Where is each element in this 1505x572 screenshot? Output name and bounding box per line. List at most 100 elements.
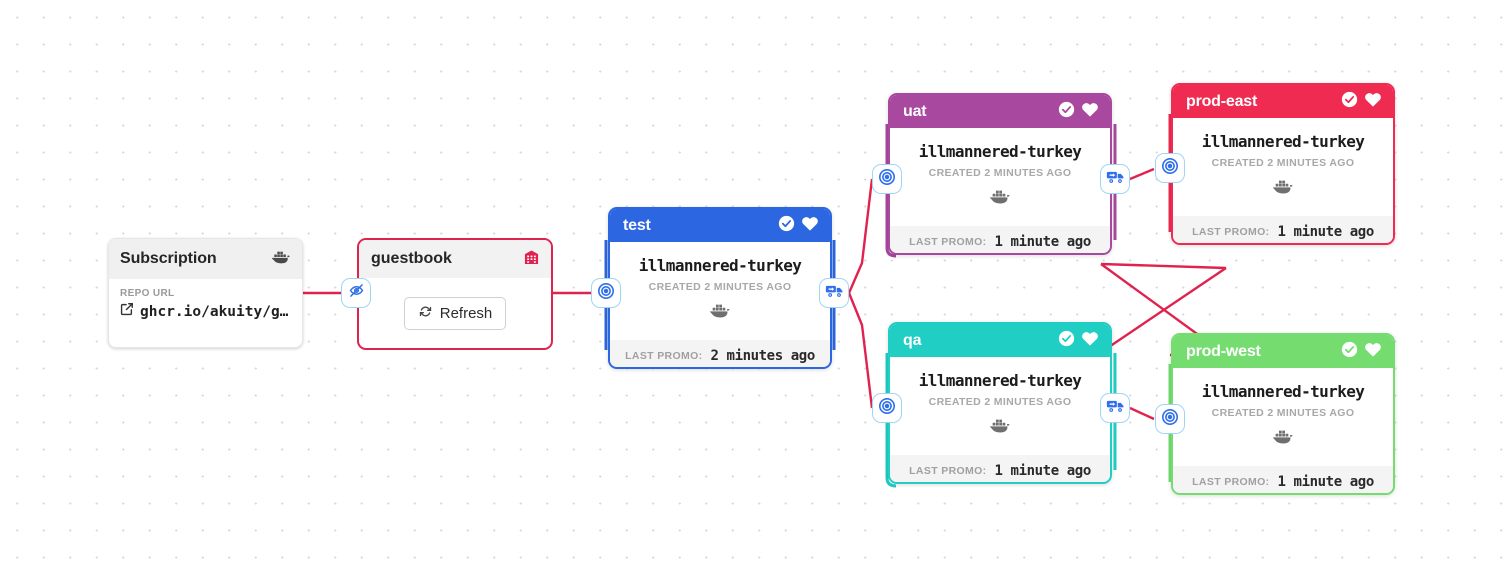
- eye-off-icon: [348, 282, 365, 304]
- heart-icon[interactable]: [1081, 330, 1099, 352]
- freight-created: CREATED 2 MINUTES AGO: [928, 167, 1072, 179]
- target-handle-prod-west[interactable]: [1155, 404, 1185, 434]
- target-handle-qa[interactable]: [872, 393, 902, 423]
- repo-url-label: REPO URL: [120, 288, 175, 299]
- promote-truck-icon: [1106, 397, 1125, 419]
- stage-node-uat[interactable]: uat illmannered-turkey CREATED 2 MINUTES…: [888, 93, 1112, 255]
- last-promo-value: 1 minute ago: [1277, 473, 1375, 490]
- subscription-card[interactable]: Subscription REPO URL: [108, 238, 303, 348]
- stage-footer-prod-east: LAST PROMO: 1 minute ago: [1173, 216, 1393, 243]
- stage-name-prod-east: prod-east: [1186, 92, 1258, 110]
- stage-footer-test: LAST PROMO: 2 minutes ago: [610, 340, 830, 367]
- check-circle-icon[interactable]: [778, 215, 795, 237]
- docker-icon: [989, 188, 1011, 210]
- heart-icon[interactable]: [1364, 91, 1382, 113]
- heart-icon[interactable]: [1364, 341, 1382, 363]
- stage-body-prod-east: illmannered-turkey CREATED 2 MINUTES AGO: [1173, 118, 1393, 216]
- promote-truck-icon: [1106, 168, 1125, 190]
- warehouse-node-guestbook[interactable]: guestbook: [357, 238, 553, 350]
- check-circle-icon[interactable]: [1341, 91, 1358, 113]
- last-promo-label: LAST PROMO:: [1192, 475, 1270, 488]
- edge-qa-to-prodwest: [1129, 406, 1155, 421]
- edge-test-to-uat: [847, 178, 874, 294]
- freight-name: illmannered-turkey: [918, 142, 1082, 161]
- stage-footer-prod-west: LAST PROMO: 1 minute ago: [1173, 466, 1393, 493]
- docker-icon: [271, 249, 291, 270]
- last-promo-label: LAST PROMO:: [625, 349, 703, 362]
- last-promo-value: 1 minute ago: [994, 462, 1092, 479]
- edge-prodeast-link-up: [1100, 262, 1227, 270]
- docker-icon: [1272, 178, 1294, 200]
- stage-body-uat: illmannered-turkey CREATED 2 MINUTES AGO: [890, 128, 1110, 226]
- subscription-card-body: REPO URL ghcr.io/akuity/g…: [109, 279, 302, 321]
- freight-name: illmannered-turkey: [918, 371, 1082, 390]
- promote-truck-icon: [825, 282, 844, 304]
- last-promo-label: LAST PROMO:: [1192, 225, 1270, 238]
- promote-handle-test[interactable]: [819, 278, 849, 308]
- repo-url-row[interactable]: ghcr.io/akuity/g…: [120, 302, 291, 321]
- promote-handle-uat[interactable]: [1100, 164, 1130, 194]
- heart-icon[interactable]: [801, 215, 819, 237]
- stage-body-qa: illmannered-turkey CREATED 2 MINUTES AGO: [890, 357, 1110, 455]
- last-promo-label: LAST PROMO:: [909, 235, 987, 248]
- warehouse-body: Refresh: [359, 278, 551, 348]
- freight-created: CREATED 2 MINUTES AGO: [928, 396, 1072, 408]
- eye-off-handle[interactable]: [341, 278, 371, 308]
- heart-icon[interactable]: [1081, 101, 1099, 123]
- last-promo-value: 2 minutes ago: [710, 347, 815, 364]
- stage-body-test: illmannered-turkey CREATED 2 MINUTES AGO: [610, 242, 830, 340]
- check-circle-icon[interactable]: [1341, 341, 1358, 363]
- target-icon: [878, 397, 896, 420]
- last-promo-value: 1 minute ago: [1277, 223, 1375, 240]
- refresh-button[interactable]: Refresh: [403, 296, 507, 330]
- stage-name-uat: uat: [903, 102, 927, 120]
- freight-created: CREATED 2 MINUTES AGO: [1211, 157, 1355, 169]
- stage-name-prod-west: prod-west: [1186, 342, 1261, 360]
- freight-created: CREATED 2 MINUTES AGO: [1211, 407, 1355, 419]
- check-circle-icon[interactable]: [1058, 330, 1075, 352]
- stage-name-test: test: [623, 216, 651, 234]
- target-handle-uat[interactable]: [872, 164, 902, 194]
- stage-header-prod-west: prod-west: [1173, 335, 1393, 368]
- target-icon: [1161, 157, 1179, 180]
- repo-url-value: ghcr.io/akuity/g…: [140, 303, 289, 320]
- warehouse-title: guestbook: [371, 250, 452, 267]
- external-link-icon[interactable]: [120, 302, 134, 321]
- stage-header-prod-east: prod-east: [1173, 85, 1393, 118]
- freight-name: illmannered-turkey: [638, 256, 802, 275]
- refresh-icon: [418, 304, 433, 323]
- stage-node-qa[interactable]: qa illmannered-turkey CREATED 2 MINUTES …: [888, 322, 1112, 484]
- stage-footer-uat: LAST PROMO: 1 minute ago: [890, 226, 1110, 253]
- docker-icon: [709, 302, 731, 324]
- edge-uat-to-prodeast: [1129, 167, 1155, 181]
- target-handle-test[interactable]: [591, 278, 621, 308]
- subscription-card-header: Subscription: [109, 239, 302, 279]
- stage-header-qa: qa: [890, 324, 1110, 357]
- freight-created: CREATED 2 MINUTES AGO: [648, 281, 792, 293]
- last-promo-label: LAST PROMO:: [909, 464, 987, 477]
- stage-body-prod-west: illmannered-turkey CREATED 2 MINUTES AGO: [1173, 368, 1393, 466]
- target-handle-prod-east[interactable]: [1155, 153, 1185, 183]
- stage-footer-qa: LAST PROMO: 1 minute ago: [890, 455, 1110, 482]
- docker-icon: [1272, 428, 1294, 450]
- refresh-label: Refresh: [439, 304, 493, 322]
- target-icon: [1161, 408, 1179, 431]
- docker-icon: [989, 417, 1011, 439]
- stage-header-test: test: [610, 209, 830, 242]
- freight-name: illmannered-turkey: [1201, 382, 1365, 401]
- subscription-title: Subscription: [120, 250, 217, 267]
- promote-handle-qa[interactable]: [1100, 393, 1130, 423]
- warehouse-icon: [524, 249, 539, 270]
- stage-node-prod-east[interactable]: prod-east illmannered-turkey CREATED 2 M…: [1171, 83, 1395, 245]
- stage-name-qa: qa: [903, 331, 922, 349]
- stage-node-prod-west[interactable]: prod-west illmannered-turkey CREATED 2 M…: [1171, 333, 1395, 495]
- last-promo-value: 1 minute ago: [994, 233, 1092, 250]
- warehouse-header: guestbook: [359, 240, 551, 278]
- freight-name: illmannered-turkey: [1201, 132, 1365, 151]
- check-circle-icon[interactable]: [1058, 101, 1075, 123]
- target-icon: [878, 168, 896, 191]
- stage-header-uat: uat: [890, 95, 1110, 128]
- stage-node-test[interactable]: test illmannered-turkey CREATED 2 MINUTE…: [608, 207, 832, 369]
- target-icon: [597, 282, 615, 305]
